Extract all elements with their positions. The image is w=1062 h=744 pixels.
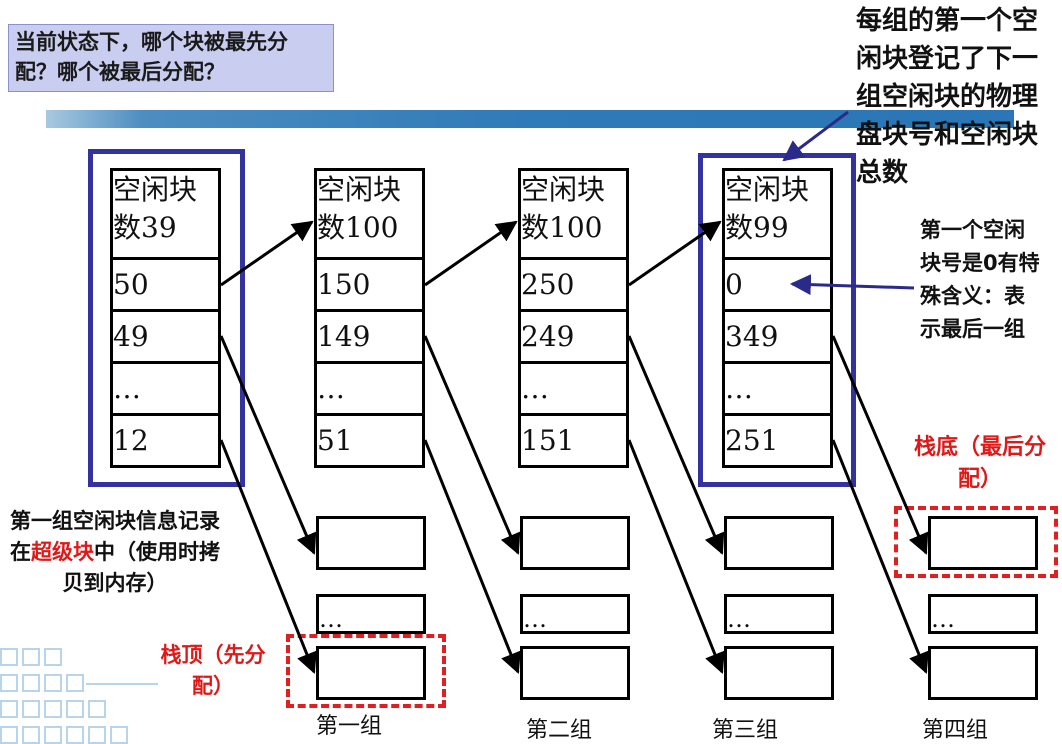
- group3-cell-1-text: 250: [521, 268, 575, 301]
- group3-cell-4: 151: [518, 413, 629, 468]
- group3-cell-2-text: 249: [521, 320, 575, 353]
- group2-header-text: 空闲块 数100: [317, 173, 402, 244]
- group-info-note: 每组的第一个空闲块登记了下一组空闲块的物理盘块号和空闲块总数: [856, 6, 1039, 188]
- group-label-2: 第二组: [526, 718, 593, 743]
- chain-arrow-2: [424, 220, 518, 287]
- group3-header-text: 空闲块 数100: [521, 173, 606, 244]
- group4-header-text: 空闲块 数99: [725, 173, 810, 244]
- group1-cell-4-text: 12: [113, 424, 149, 457]
- group4-cell-3-text: …: [725, 372, 753, 405]
- group4-cell-2-text: 349: [725, 320, 779, 353]
- group2-header-cell: 空闲块 数100: [314, 168, 425, 260]
- group1-cell-3-text: …: [113, 372, 141, 405]
- g4-arrow-bottom: [831, 439, 929, 674]
- group1-header-text: 空闲块 数39: [113, 173, 198, 244]
- group3-block-middle: …: [724, 594, 834, 634]
- zero-meaning-note: 第一个空闲块号是0有特殊含义：表示最后一组: [920, 218, 1040, 341]
- group1-cell-4: 12: [110, 413, 221, 468]
- superblock-note: 第一组空闲块信息记录在超级块中（使用时拷贝到内存）: [4, 506, 226, 599]
- superblock-note-part2: 中（使用时拷贝到内存）: [62, 540, 221, 595]
- title-banner-bar: [46, 110, 1014, 128]
- group2-block-bottom: [520, 646, 630, 700]
- group3-ellipsis: …: [727, 605, 751, 633]
- group3-cell-4-text: 151: [521, 424, 575, 457]
- group2-cell-3: …: [314, 361, 425, 416]
- group-info-pointer: [782, 110, 849, 162]
- group2-cell-1-text: 150: [317, 268, 371, 301]
- g2-arrow-bottom: [423, 439, 521, 674]
- group4-highlight-box: [698, 153, 856, 487]
- group2-cell-3-text: …: [317, 372, 345, 405]
- group2-block-middle: …: [520, 594, 630, 634]
- group-label-1: 第一组: [316, 714, 383, 739]
- question-box: 当前状态下，哪个块被最先分配？哪个被最后分配？: [8, 24, 334, 92]
- group1-cell-2-text: 49: [113, 320, 149, 353]
- group1-block-middle: …: [316, 594, 426, 634]
- group1-ellipsis: …: [319, 605, 343, 633]
- group4-ellipsis: …: [931, 605, 955, 633]
- stack-bottom-dashed-box: [894, 506, 1058, 578]
- stack-top-dashed-box: [286, 634, 446, 708]
- group2-cell-2: 149: [314, 309, 425, 364]
- g1-arrow-top: [219, 335, 317, 555]
- group2-cell-2-text: 149: [317, 320, 371, 353]
- group1-block-top: [316, 516, 426, 570]
- group2-cell-4-text: 51: [317, 424, 353, 457]
- group3-header-cell: 空闲块 数100: [518, 168, 629, 260]
- superblock-note-part1: 第一组空闲块信息记录在: [10, 509, 220, 564]
- group2-block-top: [520, 516, 630, 570]
- g3-arrow-top: [627, 335, 725, 555]
- chain-arrow-1: [220, 220, 314, 287]
- group1-header-cell: 空闲块 数39: [110, 168, 221, 260]
- group1-cell-2: 49: [110, 309, 221, 364]
- group4-cell-4-text: 251: [725, 424, 779, 457]
- group3-cell-3-text: …: [521, 372, 549, 405]
- stack-top-label: 栈顶（先分配）: [160, 643, 266, 698]
- g4-arrow-top: [831, 335, 929, 555]
- g3-arrow-bottom: [627, 439, 725, 674]
- g2-arrow-top: [423, 335, 521, 555]
- stack-bottom-label: 栈底（最后分配）: [913, 435, 1046, 492]
- group4-header-cell: 空闲块 数99: [722, 168, 833, 260]
- group4-cell-1-text: 0: [725, 268, 743, 301]
- group4-block-middle: …: [928, 594, 1038, 634]
- group2-ellipsis: …: [523, 605, 547, 633]
- group3-block-top: [724, 516, 834, 570]
- chain-arrow-3: [628, 220, 722, 287]
- group4-block-top: [928, 516, 1038, 570]
- group3-cell-2: 249: [518, 309, 629, 364]
- zero-meaning-pointer: [789, 274, 915, 296]
- group3-block-bottom: [724, 646, 834, 700]
- superblock-highlight: 超级块: [31, 540, 94, 564]
- group4-block-bottom: [928, 646, 1038, 700]
- group1-block-bottom: [316, 646, 426, 700]
- superblock-highlight-box: [88, 149, 245, 487]
- group-label-4: 第四组: [922, 718, 989, 743]
- group1-cell-1-text: 50: [113, 268, 149, 301]
- g1-arrow-bottom: [219, 439, 317, 674]
- group-label-3: 第三组: [712, 718, 779, 743]
- group2-cell-4: 51: [314, 413, 425, 468]
- group4-cell-4: 251: [722, 413, 833, 468]
